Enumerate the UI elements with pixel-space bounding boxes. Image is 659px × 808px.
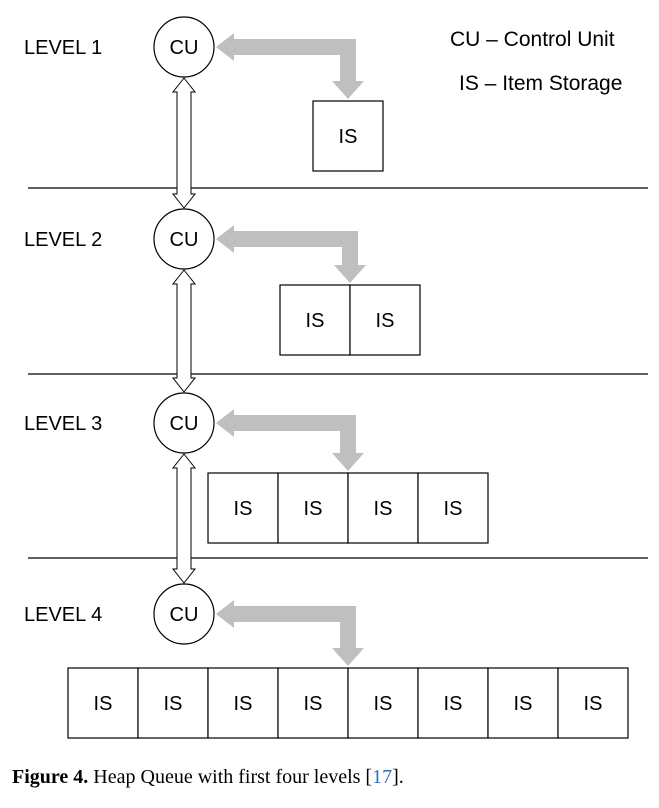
item-storage-cell	[349, 284, 421, 356]
control-unit-label: CU	[170, 229, 199, 251]
level-label: LEVEL 2	[24, 229, 102, 251]
heap-queue-diagram: LEVEL 1 CU IS LEVEL 2 CU IS IS LEVEL 3 CU IS IS IS I…	[24, 16, 648, 739]
item-storage-cell	[417, 472, 489, 544]
item-storage-label: IS	[339, 126, 358, 148]
item-storage-cell	[417, 667, 489, 739]
item-storage-label: IS	[444, 498, 463, 520]
levels: LEVEL 1 CU IS LEVEL 2 CU IS IS LEVEL 3 CU IS IS IS I…	[24, 16, 629, 739]
figure-caption: Figure 4. Heap Queue with first four lev…	[12, 766, 404, 789]
item-storage-label: IS	[164, 693, 183, 715]
control-unit-label: CU	[170, 413, 199, 435]
control-unit-node	[153, 208, 215, 270]
item-storage-cell	[312, 100, 384, 172]
caption-ref[interactable]: 17	[372, 766, 393, 788]
storage-arrow	[216, 600, 364, 666]
level-4: LEVEL 4 CU IS IS IS IS IS IS IS IS	[24, 583, 629, 739]
item-storage-cell	[279, 284, 351, 356]
item-storage-cell	[137, 667, 209, 739]
control-unit-label: CU	[170, 37, 199, 59]
control-unit-node	[153, 583, 215, 645]
item-storage-label: IS	[306, 310, 325, 332]
item-storage-label: IS	[376, 310, 395, 332]
storage-arrow	[216, 33, 364, 99]
item-storage-cell	[347, 472, 419, 544]
level-2: LEVEL 2 CU IS IS	[24, 208, 421, 356]
item-storage-label: IS	[94, 693, 113, 715]
item-storage-label: IS	[584, 693, 603, 715]
vertical-link-1	[171, 77, 197, 209]
level-label: LEVEL 4	[24, 604, 102, 626]
level-separators	[28, 187, 648, 559]
vertical-link-2	[171, 269, 197, 393]
item-storage-label: IS	[444, 693, 463, 715]
item-storage-label: IS	[374, 498, 393, 520]
item-storage-cell	[207, 472, 279, 544]
item-storage-cell	[487, 667, 559, 739]
vertical-links	[171, 77, 197, 584]
level-3: LEVEL 3 CU IS IS IS IS	[24, 392, 489, 544]
item-storage-cell	[277, 667, 349, 739]
item-storage-label: IS	[234, 693, 253, 715]
caption-end: ].	[392, 766, 404, 788]
item-storage-label: IS	[514, 693, 533, 715]
vertical-link-3	[171, 453, 197, 584]
control-unit-node	[153, 16, 215, 78]
storage-arrow	[216, 225, 366, 283]
control-unit-label: CU	[170, 604, 199, 626]
control-unit-node	[153, 392, 215, 454]
level-label: LEVEL 1	[24, 37, 102, 59]
item-storage-label: IS	[374, 693, 393, 715]
caption-text: Heap Queue with first four levels [	[88, 766, 373, 788]
item-storage-cell	[347, 667, 419, 739]
storage-arrow	[216, 409, 364, 471]
item-storage-cell	[207, 667, 279, 739]
item-storage-label: IS	[234, 498, 253, 520]
item-storage-label: IS	[304, 693, 323, 715]
level-label: LEVEL 3	[24, 413, 102, 435]
legend-is: IS – Item Storage	[459, 72, 622, 95]
caption-label: Figure 4.	[12, 766, 89, 788]
legend-cu: CU – Control Unit	[450, 28, 615, 51]
item-storage-cell	[557, 667, 629, 739]
item-storage-label: IS	[304, 498, 323, 520]
level-1: LEVEL 1 CU IS	[24, 16, 384, 172]
item-storage-cell	[277, 472, 349, 544]
item-storage-cell	[67, 667, 139, 739]
